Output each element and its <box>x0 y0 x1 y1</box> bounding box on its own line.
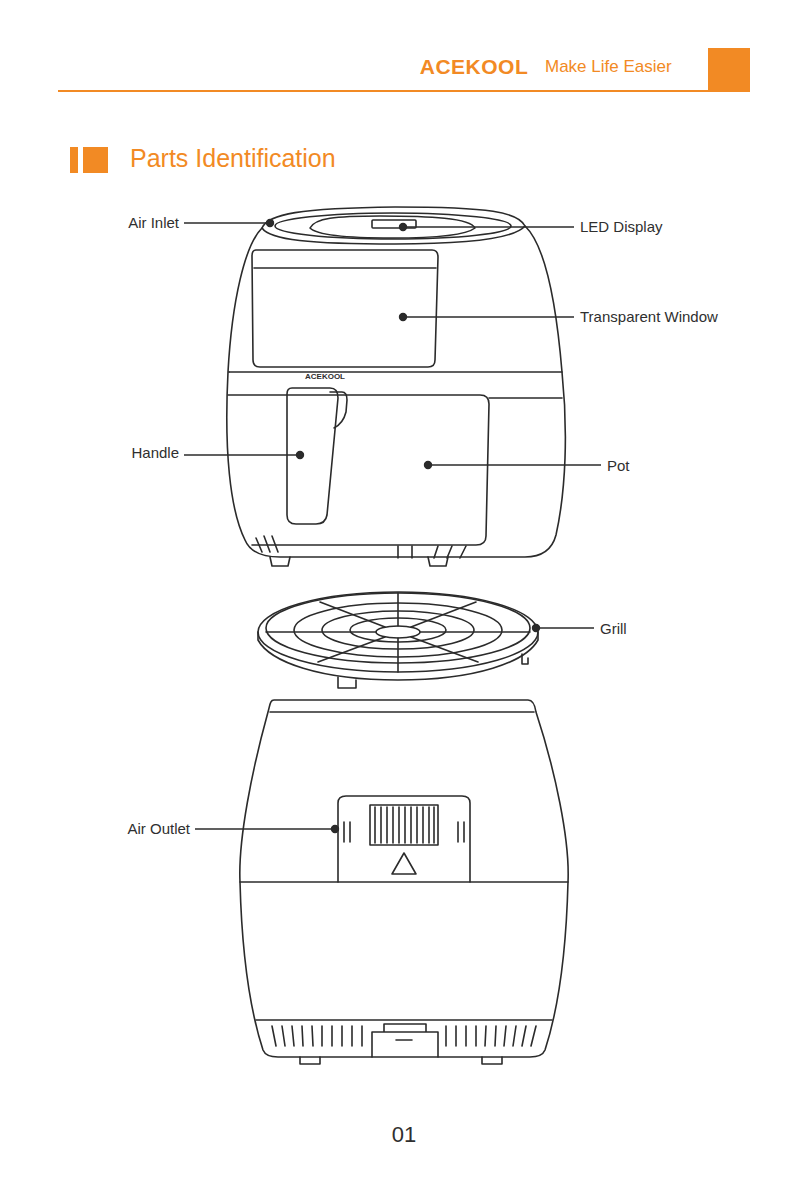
body-seam <box>229 371 562 373</box>
leader-line <box>536 627 594 628</box>
back-bottom-band <box>256 1019 552 1021</box>
handle-neck <box>330 392 347 428</box>
part-label: Pot <box>607 458 630 475</box>
grill-spokes <box>266 593 530 672</box>
leader-dot <box>400 314 407 321</box>
part-label: Grill <box>600 621 627 638</box>
back-body <box>240 700 568 1057</box>
window-line <box>254 267 436 269</box>
leader-line <box>184 454 300 455</box>
back-seam <box>240 881 568 883</box>
leader-dot <box>400 224 407 231</box>
cord-socket <box>372 1024 438 1057</box>
leader-dot <box>332 826 339 833</box>
grill-foot <box>338 677 356 688</box>
part-label: Air Outlet <box>127 821 190 838</box>
fryer-body <box>227 226 566 557</box>
pot-front <box>228 372 489 545</box>
leader-dot <box>533 625 540 632</box>
title-bar <box>83 147 108 173</box>
leader-line <box>403 226 574 227</box>
leader-line <box>428 464 601 465</box>
top-rim <box>262 207 525 244</box>
brand-logo: ACEKOOL <box>420 55 529 78</box>
outlet-slats <box>375 807 434 843</box>
top-rim-inner <box>275 213 511 239</box>
air-outlet-panel <box>338 796 470 882</box>
vents <box>256 536 466 558</box>
foot <box>428 557 448 566</box>
window <box>252 250 438 367</box>
part-label: Air Inlet <box>128 215 179 232</box>
part-label: Transparent Window <box>580 309 718 326</box>
outlet-grille <box>370 805 438 845</box>
leader-line <box>403 316 574 317</box>
header-square <box>708 48 750 90</box>
brand-slogan: Make Life Easier <box>545 58 672 77</box>
part-label: LED Display <box>580 219 663 236</box>
part-label: Handle <box>131 445 179 462</box>
pot-seam <box>489 397 562 399</box>
grill-hub <box>376 626 420 638</box>
header-rule <box>58 90 750 92</box>
foot <box>270 557 290 566</box>
back-top <box>270 711 534 713</box>
leader-dot <box>267 220 274 227</box>
handle <box>287 388 338 524</box>
leader-line <box>195 828 335 829</box>
grill-foot <box>522 654 528 664</box>
warning-triangle <box>392 853 416 874</box>
page-number: 01 <box>392 1123 416 1147</box>
device-logo: ACEKOOL <box>305 373 345 382</box>
panel-vents <box>344 822 464 842</box>
leader-dot <box>425 462 432 469</box>
grill-rim <box>258 592 538 672</box>
section-title: Parts Identification <box>130 145 336 173</box>
leader-dot <box>297 452 304 459</box>
back-feet <box>300 1057 502 1064</box>
leader-line <box>184 222 270 223</box>
title-bar <box>70 147 78 173</box>
back-vents <box>272 1026 536 1046</box>
